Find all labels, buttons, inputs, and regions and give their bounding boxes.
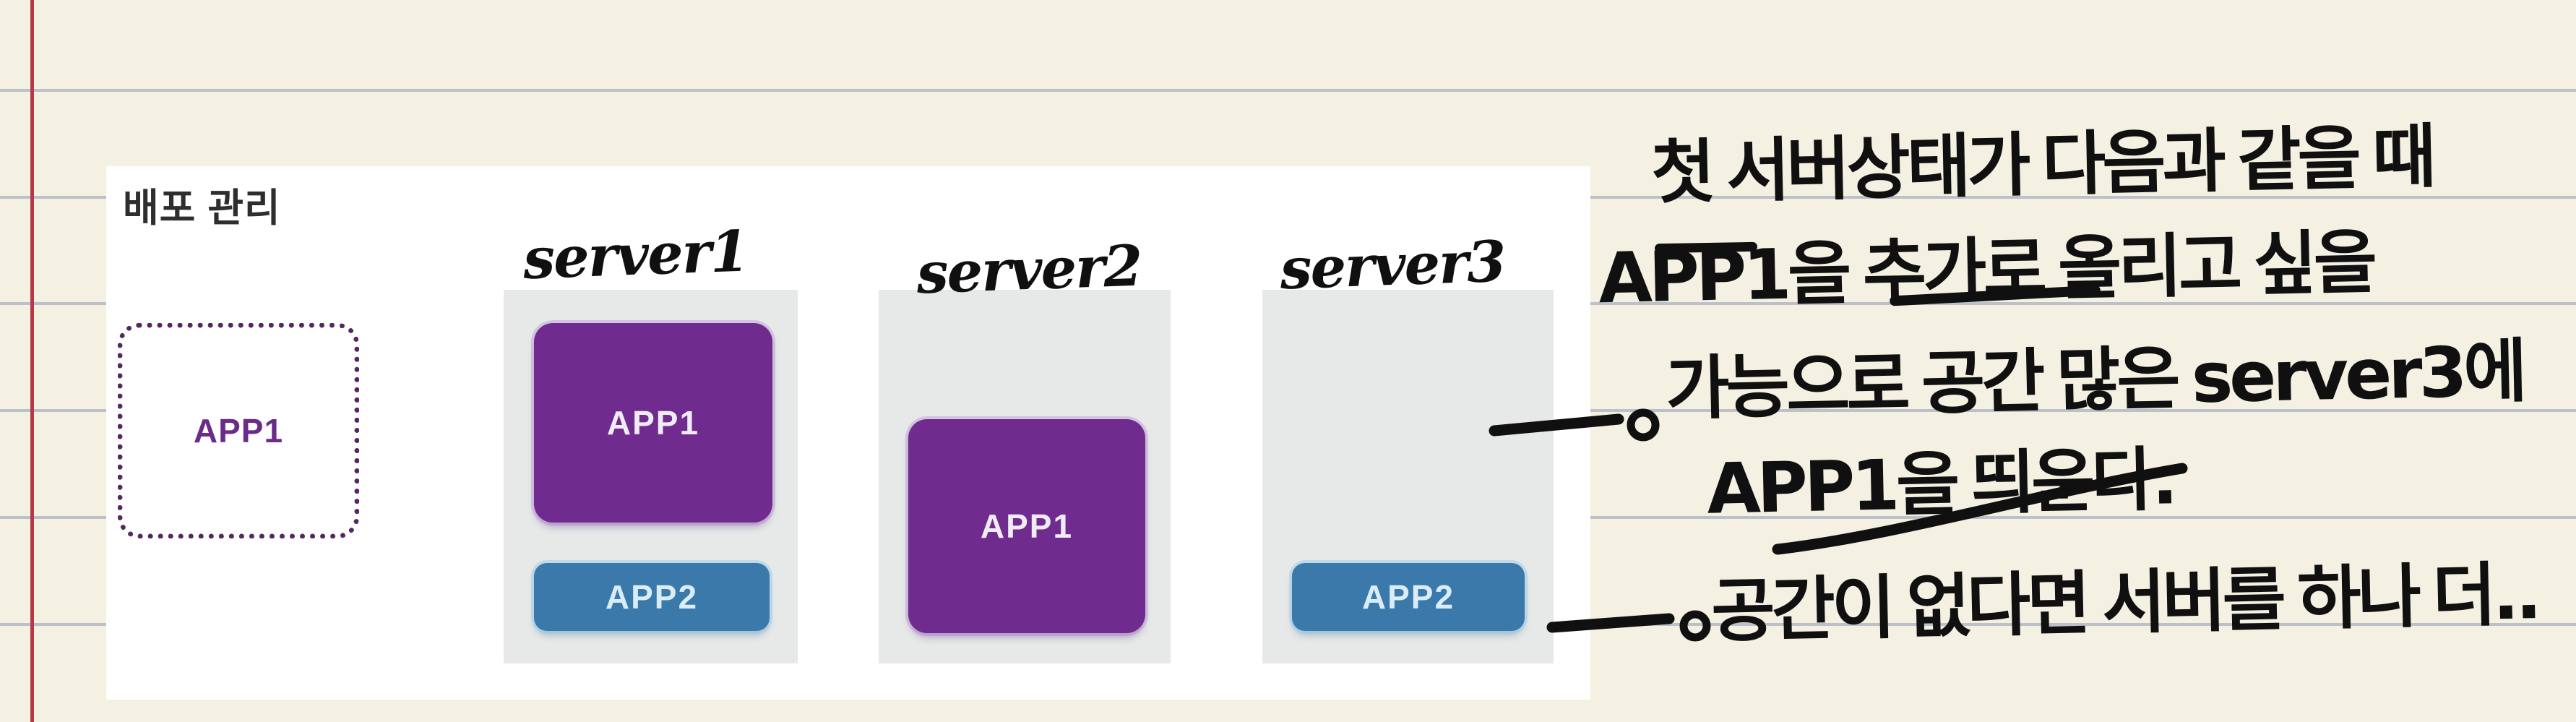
note-line-1: 첫 서버상태가 다음과 같을 때	[1650, 116, 2434, 214]
underline-stroke	[1654, 241, 1758, 254]
arrow-icon	[1489, 408, 1660, 442]
strikethrough-stroke	[1772, 463, 2188, 555]
note-line-3: 가능으로 공간 많은 server3에	[1665, 330, 2525, 430]
server3-app2-box: APP2	[1292, 563, 1525, 631]
staged-app-label: APP1	[193, 412, 284, 450]
app-label: APP1	[980, 507, 1074, 545]
server2-handwritten-label: server2	[916, 233, 1142, 307]
server3-handwritten-label: server3	[1279, 228, 1506, 303]
app-label: APP2	[1361, 578, 1455, 616]
ruled-line	[0, 89, 2576, 92]
margin-line	[30, 0, 34, 722]
server2-app1-box: APP1	[908, 419, 1145, 633]
app-label: APP2	[605, 578, 699, 616]
app-label: APP1	[606, 404, 700, 442]
staged-app-slot: APP1	[118, 323, 359, 538]
server1-app1-box: APP1	[534, 323, 772, 523]
note-line-2: APP1을 추가로 올리고 싶을	[1598, 221, 2375, 319]
panel-title: 배포 관리	[123, 186, 281, 230]
server1-app2-box: APP2	[534, 563, 770, 631]
server1-handwritten-label: server1	[522, 218, 749, 293]
arrow-icon	[1546, 610, 1711, 642]
